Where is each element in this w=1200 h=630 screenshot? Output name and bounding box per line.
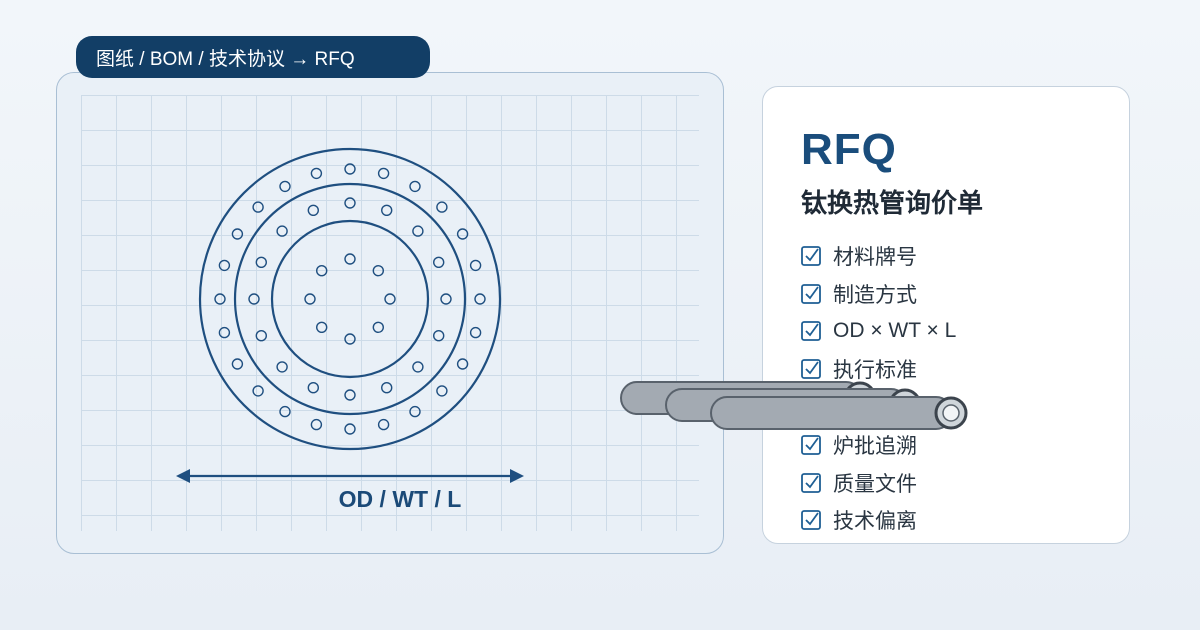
tube-hole [307, 204, 319, 217]
checkbox-checked-icon [801, 510, 821, 531]
tube-hole [310, 167, 323, 180]
tube-hole [310, 418, 323, 431]
outer-ring [198, 147, 502, 451]
tube-hole [412, 225, 424, 237]
tube-hole [409, 180, 421, 193]
checklist-item-label: 制造方式 [833, 283, 917, 307]
tube-hole [279, 405, 291, 418]
requirement-checklist: 材料牌号 制造方式 OD × WT × L 执行标准 炉批追溯 质量文件 技 [801, 237, 956, 539]
checklist-item-label: 炉批追溯 [833, 434, 917, 458]
tube-hole [344, 333, 356, 345]
dimension-label: OD / WT / L [338, 486, 462, 512]
checklist-item: 技术偏离 [801, 502, 956, 540]
tube-hole [218, 259, 231, 272]
tube-hole [384, 293, 396, 305]
middle-ring [233, 182, 467, 416]
tube-hole [409, 405, 421, 418]
tube-hole [316, 321, 328, 333]
checklist-item: 制造方式 [801, 275, 956, 313]
rfq-card: RFQ 钛换热管询价单 材料牌号 制造方式 OD × WT × L 执行标准 炉… [762, 86, 1130, 544]
checklist-item: 执行标准 [801, 350, 956, 388]
tube-hole [252, 201, 264, 213]
checklist-item: 炉批追溯 [801, 426, 956, 464]
tube-hole [474, 293, 486, 305]
tube-hole [344, 197, 356, 209]
tube-hole [456, 358, 469, 370]
tube-hole [381, 204, 393, 217]
tube-hole [276, 225, 288, 237]
checklist-item-label: 技术偏离 [833, 510, 917, 534]
tube-hole [372, 321, 384, 333]
tube-hole [381, 382, 393, 394]
checklist-item-label: 质量文件 [833, 472, 917, 496]
checklist-item-label: OD × WT × L [833, 319, 957, 343]
tube-hole [344, 423, 356, 435]
tube-hole [469, 259, 482, 272]
tube-hole [279, 180, 291, 193]
tube-hole [433, 256, 445, 268]
tube-hole [377, 418, 390, 431]
checklist-item: 材料牌号 [801, 237, 956, 275]
tube-hole [436, 201, 448, 213]
tube-hole [231, 358, 244, 370]
tube-hole [248, 293, 260, 305]
checkbox-checked-icon [801, 472, 821, 493]
tube-hole [440, 293, 452, 305]
tube-holes [214, 163, 486, 435]
tab-label: 图纸 / BOM / 技术协议 → RFQ [96, 48, 355, 70]
checkbox-checked-icon [801, 359, 821, 380]
tube-hole [255, 256, 267, 268]
checklist-item-label: 材料牌号 [833, 245, 917, 269]
tube-hole [372, 265, 384, 277]
rfq-title: RFQ [801, 125, 897, 174]
tube-hole [344, 163, 356, 175]
checklist-item-label: 执行标准 [833, 359, 917, 383]
tube-hole [433, 330, 445, 342]
tube-hole [276, 361, 288, 373]
tube-hole [255, 330, 267, 342]
rfq-subtitle: 钛换热管询价单 [801, 188, 984, 218]
tube-hole [316, 265, 328, 277]
tube-hole [412, 361, 424, 373]
tube-hole [214, 293, 226, 305]
checklist-item: 质量文件 [801, 464, 956, 502]
tube-hole [231, 228, 244, 240]
inner-ring [270, 219, 430, 379]
checkbox-checked-icon [801, 434, 821, 455]
tube-hole [344, 389, 356, 401]
tube-hole [377, 167, 390, 180]
grid-background [81, 95, 699, 531]
tube-hole [456, 228, 469, 240]
checkbox-checked-icon [801, 245, 821, 266]
tube-hole [218, 326, 231, 339]
tube-hole [252, 385, 264, 397]
drawing-panel [56, 72, 724, 554]
tube-hole [304, 293, 316, 305]
checkbox-checked-icon [801, 321, 821, 342]
checkbox-checked-icon [801, 397, 821, 417]
dimension-arrow [176, 469, 524, 483]
tube-hole [344, 253, 356, 265]
checkbox-checked-icon [801, 283, 821, 304]
checklist-item [801, 388, 956, 426]
source-documents-tab: 图纸 / BOM / 技术协议 → RFQ [76, 36, 430, 78]
tube-hole [469, 326, 482, 339]
tube-hole [436, 385, 448, 397]
checklist-item: OD × WT × L [801, 313, 956, 351]
tube-sheet [198, 147, 502, 451]
tube-hole [307, 382, 319, 394]
